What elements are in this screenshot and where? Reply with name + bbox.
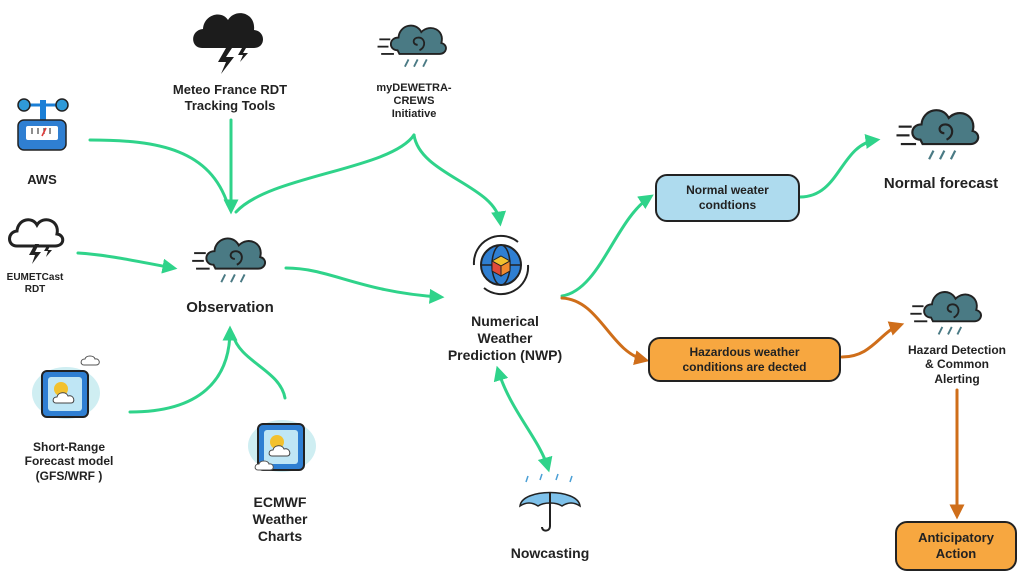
normal-forecast-label: Normal forecast [883,175,999,192]
weather-station-icon [17,98,69,151]
edge-eumetcast-to-observation [76,251,178,274]
edge-nwp-to-hazardous [560,296,650,365]
storm-wind-icon [192,237,266,283]
hazardous-conditions-box: Hazardous weather conditions are dected [648,337,841,382]
aws-label: AWS [27,172,57,187]
edge-shortrange-to-observation [128,325,238,414]
umbrella-rain-icon [519,473,581,532]
edge-aws-to-observation [88,138,230,207]
hazard-detection-label: Hazard Detection & Common Alerting [907,343,1007,386]
anticipatory-action-box: Anticipatory Action [895,521,1017,571]
short-range-label: Short-Range Forecast model (GFS/WRF ) [24,440,114,483]
edge-ecmwf-to-observation [231,333,287,400]
edge-normal-to-forecast [798,134,881,199]
eumetcast-label: EUMETCast RDT [6,272,64,295]
globe-cube-icon [472,234,530,296]
observation-label: Observation [186,299,274,316]
thunderstorm-cloud-icon [193,13,263,74]
storm-wind-icon [910,291,982,335]
ecmwf-label: ECMWF Weather Charts [252,494,308,544]
edge-hazardous-to-detection [840,321,905,359]
storm-wind-icon [896,109,980,160]
edge-nwp-nowcasting [493,365,553,473]
nwp-label: Numerical Weather Prediction (NWP) [447,313,563,363]
weather-app-icon [248,420,316,472]
edge-nwp-to-normal [560,194,654,298]
normal-conditions-box: Normal weater condtions [655,174,800,222]
edge-mydewetra-to-observation [234,133,416,214]
edge-mydewetra-to-nwp [412,133,507,227]
mydewetra-label: myDEWETRA- CREWS Initiative [376,82,452,121]
storm-cloud-outline-icon [8,218,65,264]
nowcasting-label: Nowcasting [510,545,590,561]
meteo-france-label: Meteo France RDT Tracking Tools [172,82,288,113]
edge-observation-to-nwp [284,266,445,304]
storm-wind-icon [377,24,447,68]
weather-app-icon [32,355,100,419]
